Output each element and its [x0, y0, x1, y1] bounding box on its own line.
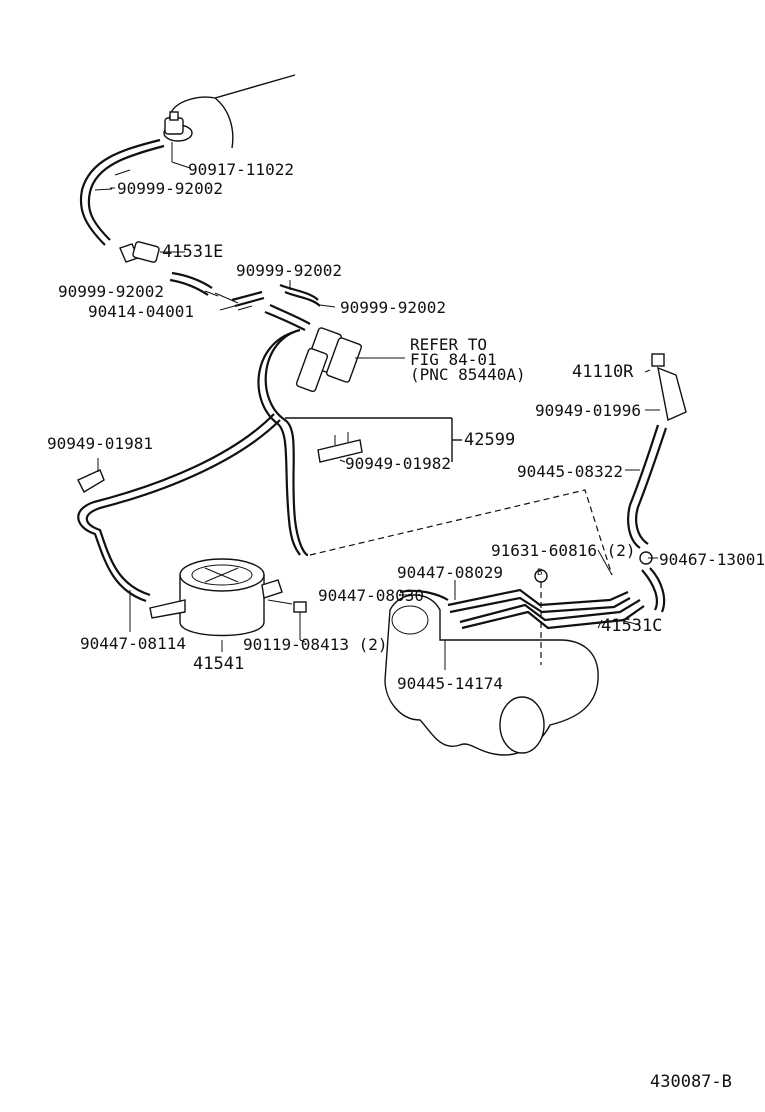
label-90467-13001: 90467-13001	[659, 550, 765, 569]
canister-41541	[149, 558, 283, 652]
engine-outline	[384, 594, 599, 756]
label-90999-92002-d: 90999-92002	[340, 298, 446, 317]
label-90447-08114: 90447-08114	[80, 634, 186, 653]
marker-b	[534, 569, 548, 665]
label-90949-01982: 90949-01982	[345, 454, 451, 473]
label-41531c: 41531C	[601, 616, 663, 636]
label-90447-08030: 90447-08030	[318, 586, 424, 605]
clip-90949-01981	[77, 458, 105, 493]
long-hose	[77, 328, 309, 603]
label-41541: 41541	[193, 654, 245, 674]
pipe-41531c	[447, 588, 645, 630]
label-90949-01981: 90949-01981	[47, 434, 153, 453]
clamp-90467	[639, 551, 666, 613]
refer-line-3: (PNC 85440A)	[410, 365, 526, 384]
label-90917-11022: 90917-11022	[188, 160, 294, 179]
vsv-assembly	[295, 327, 405, 393]
bolt-90119	[293, 601, 307, 640]
label-90999-92002-a: 90999-92002	[117, 179, 223, 198]
vacuum-valve-41110r	[627, 353, 687, 549]
figure-id: 430087-B	[650, 1072, 732, 1092]
label-90447-08029: 90447-08029	[397, 563, 503, 582]
label-90445-14174: 90445-14174	[397, 674, 503, 693]
hose-tank	[79, 138, 165, 246]
label-90119-08413: 90119-08413 (2)	[243, 635, 388, 654]
label-90999-92002-b: 90999-92002	[236, 261, 342, 280]
label-91631-60816: 91631-60816 (2)	[491, 541, 636, 560]
label-90999-92002-c: 90999-92002	[58, 282, 164, 301]
label-90414-04001: 90414-04001	[88, 302, 194, 321]
hose-90447-08030	[399, 589, 449, 601]
label-90949-01996: 90949-01996	[535, 401, 641, 420]
bracket-42599	[285, 417, 462, 463]
leader-lines	[110, 161, 660, 670]
small-hoses	[169, 271, 321, 331]
dashed-connector	[309, 489, 613, 576]
check-valve-41531e	[119, 241, 185, 263]
tank-vent-valve	[163, 111, 193, 162]
label-42599: 42599	[464, 430, 516, 450]
label-41531e: 41531E	[162, 242, 224, 262]
refer-line-1: REFER TO	[410, 335, 488, 354]
label-41110r: 41110R	[572, 362, 634, 382]
label-90445-08322: 90445-08322	[517, 462, 623, 481]
refer-line-2: FIG 84-01	[410, 350, 497, 369]
marker-b-label: B	[537, 568, 543, 578]
